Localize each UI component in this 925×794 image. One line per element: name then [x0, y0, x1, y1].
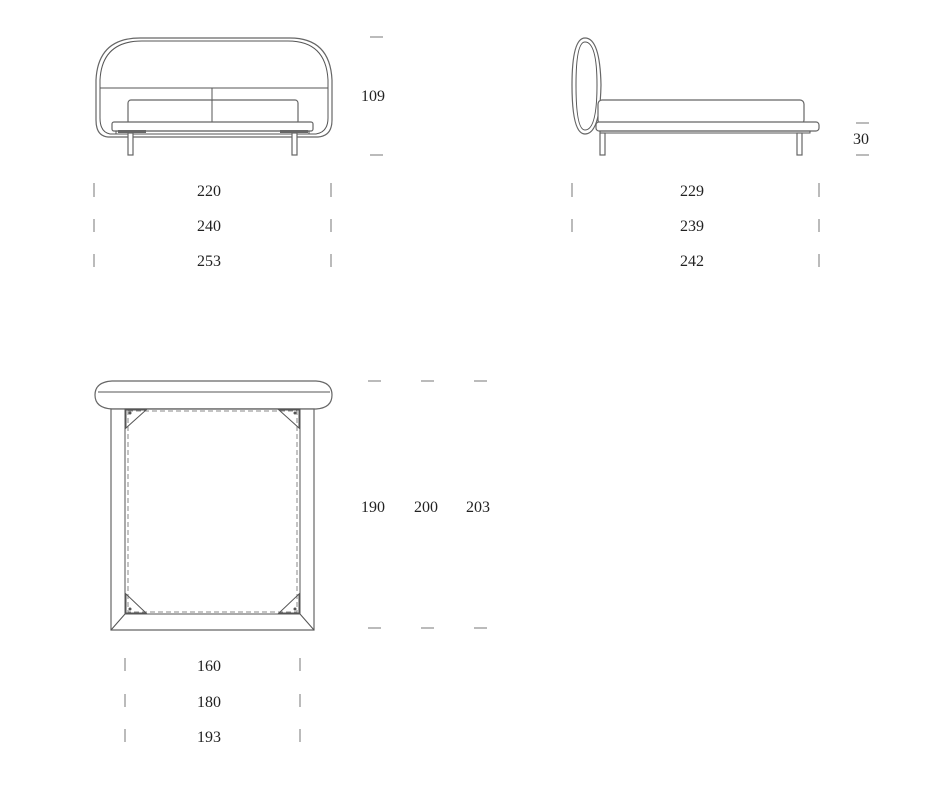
front-width-label-3: 253	[197, 253, 221, 270]
front-width-label-2: 240	[197, 218, 221, 235]
side-leg-head	[599, 132, 606, 156]
top-width-label-1: 160	[197, 658, 221, 675]
top-bracket-tr	[277, 409, 300, 430]
top-view: 190 200 203 160 180 193	[94, 380, 490, 746]
top-frame-outer	[110, 408, 315, 631]
front-headboard-inner	[99, 40, 329, 135]
top-bracket-tl	[125, 409, 148, 430]
front-leg-right	[291, 132, 298, 156]
side-length-label-3: 242	[680, 253, 704, 270]
side-length-label-2: 239	[680, 218, 704, 235]
front-view: 109 220 240 253	[93, 36, 385, 270]
top-length-dims: 190 200 203	[361, 380, 490, 629]
side-base-height-label: 30	[853, 131, 869, 148]
top-bracket-bl	[125, 592, 148, 614]
top-length-label-2: 200	[414, 499, 438, 516]
side-headboard	[571, 37, 602, 135]
front-height-label: 109	[361, 88, 385, 105]
front-width-dims: 220 240 253	[93, 183, 332, 270]
side-mattress	[597, 99, 805, 125]
side-view: 30 229 239 242	[571, 37, 869, 270]
top-length-label-3: 203	[466, 499, 490, 516]
top-width-dims: 160 180 193	[124, 658, 301, 746]
top-length-label-1: 190	[361, 499, 385, 516]
front-frame-rail	[111, 121, 314, 132]
top-slat-area	[127, 410, 298, 613]
top-width-label-2: 180	[197, 694, 221, 711]
front-foot-plate-left	[118, 130, 146, 133]
top-width-label-3: 193	[197, 729, 221, 746]
side-leg-foot	[796, 132, 803, 156]
front-leg-left	[127, 132, 134, 156]
side-frame-rail	[595, 121, 820, 132]
side-length-dims: 229 239 242	[571, 183, 820, 270]
front-foot-plate-right	[280, 130, 308, 133]
side-length-label-1: 229	[680, 183, 704, 200]
top-headboard	[94, 380, 333, 410]
front-mattress	[127, 99, 299, 125]
front-width-label-1: 220	[197, 183, 221, 200]
top-bracket-br	[277, 592, 300, 614]
